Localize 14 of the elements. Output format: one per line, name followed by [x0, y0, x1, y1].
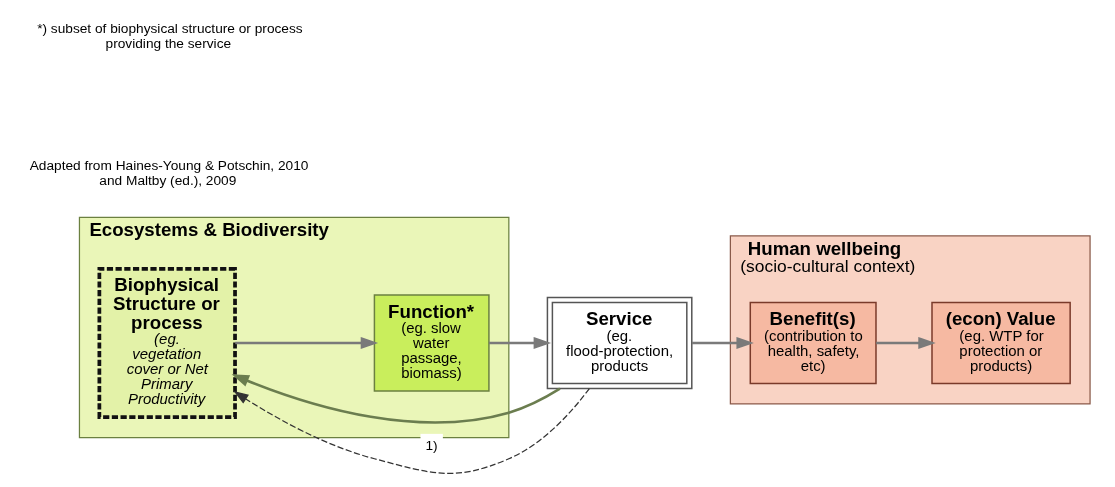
arrow: [488, 336, 551, 350]
arrow: [231, 374, 561, 424]
node-box: Biophysical Structure or process (eg. vegetation cover or Net Primary Productivity: [97, 267, 237, 419]
arrow: [875, 336, 936, 350]
arrow: [234, 336, 378, 350]
arrow: [233, 388, 590, 474]
label: *) subset of biophysical structure or process providing the service: [36, 20, 303, 51]
edge-label: 1): [424, 437, 438, 453]
node-box: Benefit(s) (contribution to health, safety, etc): [749, 301, 877, 385]
node-box: Service (eg. flood-protection, products: [546, 296, 693, 390]
node-box: Function* (eg. slow water passage, biomass): [373, 294, 490, 392]
node-box: (econ) Value (eg. WTP for protection or products): [930, 301, 1071, 385]
arrow: [691, 336, 754, 350]
label: Adapted from Haines-Young & Potschin, 2010 and Maltby (ed.), 2009: [29, 157, 308, 188]
